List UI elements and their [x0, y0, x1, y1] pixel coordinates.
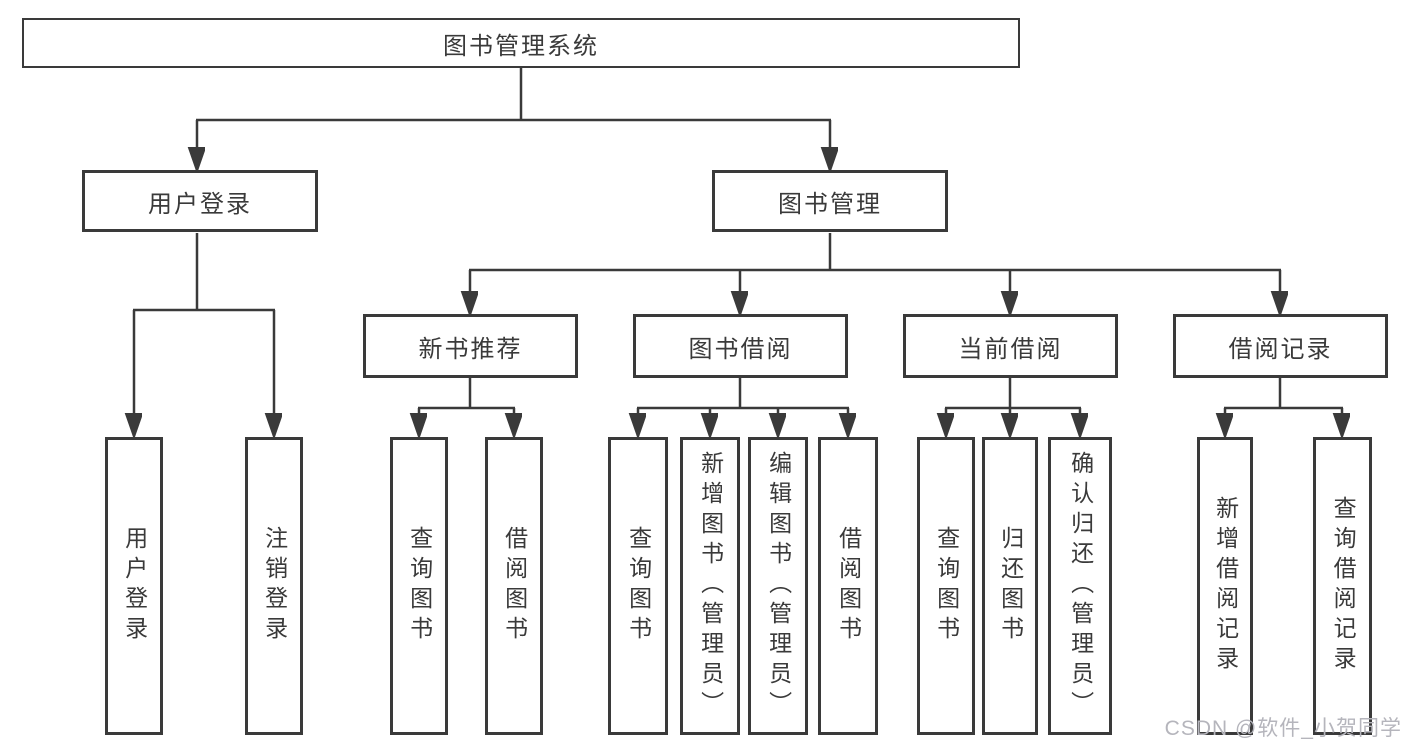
leaf-borrowing-borrow-books: 借阅图书: [818, 437, 878, 735]
leaf-records-query-borrow-record-label: 查询借阅记录: [1330, 496, 1357, 676]
leaf-records-add-borrow-record: 新增借阅记录: [1197, 437, 1253, 735]
leaf-borrowing-query-books: 查询图书: [608, 437, 668, 735]
leaf-borrowing-add-books-admin: 新增图书（管理员）: [680, 437, 740, 735]
leaf-borrowing-query-books-label: 查询图书: [625, 526, 652, 646]
node-borrow-records: 借阅记录: [1173, 314, 1388, 378]
leaf-current-query-books: 查询图书: [917, 437, 975, 735]
csdn-watermark: CSDN @软件_小贺同学: [1164, 717, 1402, 740]
node-new-book-recommend-label: 新书推荐: [418, 335, 523, 363]
leaf-newbook-query-books: 查询图书: [390, 437, 448, 735]
leaf-user-login: 用户登录: [105, 437, 163, 735]
leaf-current-return-books-label: 归还图书: [997, 526, 1024, 646]
node-user-login-label: 用户登录: [148, 190, 252, 218]
leaf-newbook-query-books-label: 查询图书: [406, 526, 433, 646]
leaf-logout-label: 注销登录: [261, 526, 288, 646]
leaf-borrowing-edit-books-admin: 编辑图书（管理员）: [748, 437, 808, 735]
leaf-borrowing-add-books-admin-label: 新增图书（管理员）: [697, 451, 724, 721]
leaf-user-login-label: 用户登录: [121, 526, 148, 646]
leaf-records-query-borrow-record: 查询借阅记录: [1313, 437, 1372, 735]
node-user-login: 用户登录: [82, 170, 318, 232]
node-book-borrowing-label: 图书借阅: [688, 335, 793, 363]
leaf-newbook-borrow-books: 借阅图书: [485, 437, 543, 735]
leaf-current-query-books-label: 查询图书: [933, 526, 960, 646]
node-library-management-system-label: 图书管理系统: [443, 32, 599, 60]
node-current-borrowing: 当前借阅: [903, 314, 1118, 378]
leaf-current-confirm-return-admin-label: 确认归还（管理员）: [1067, 451, 1094, 721]
leaf-current-confirm-return-admin: 确认归还（管理员）: [1048, 437, 1112, 735]
node-library-management-system: 图书管理系统: [22, 18, 1020, 68]
node-book-management-label: 图书管理: [778, 190, 882, 218]
node-borrow-records-label: 借阅记录: [1228, 335, 1333, 363]
leaf-newbook-borrow-books-label: 借阅图书: [501, 526, 528, 646]
leaf-borrowing-edit-books-admin-label: 编辑图书（管理员）: [765, 451, 792, 721]
leaf-logout: 注销登录: [245, 437, 303, 735]
leaf-current-return-books: 归还图书: [982, 437, 1038, 735]
leaf-records-add-borrow-record-label: 新增借阅记录: [1212, 496, 1239, 676]
node-book-borrowing: 图书借阅: [633, 314, 848, 378]
node-current-borrowing-label: 当前借阅: [958, 335, 1063, 363]
node-book-management: 图书管理: [712, 170, 948, 232]
leaf-borrowing-borrow-books-label: 借阅图书: [835, 526, 862, 646]
node-new-book-recommend: 新书推荐: [363, 314, 578, 378]
